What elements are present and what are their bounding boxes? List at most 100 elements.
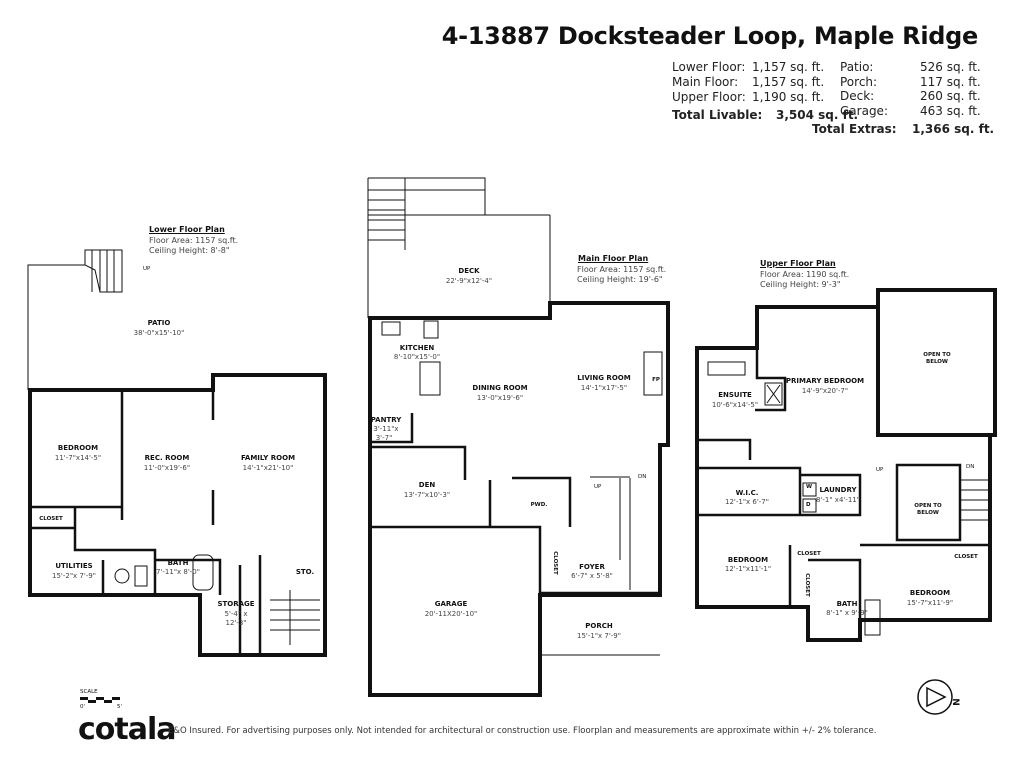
room-storage-dim: 5'-4" x (224, 610, 248, 618)
room-bedroom: BEDROOM (57, 444, 99, 452)
fireplace-label: FP (652, 377, 660, 383)
room-open-to-below: OPEN TO (923, 352, 951, 358)
property-address: 4-13887 Docksteader Loop, Maple Ridge (441, 22, 979, 50)
room-bath-upper: BATH (836, 600, 858, 608)
room-deck-dim: 22'-9"x12'-4" (445, 277, 493, 285)
room-ensuite: ENSUITE (718, 391, 752, 399)
room-laundry-dim: 8'-1" x4'-11" (816, 496, 860, 504)
upper-floor-value: 1,190 sq. ft. (752, 90, 825, 104)
lower-floor-area: Floor Area: 1157 sq.ft. (149, 236, 239, 245)
room-bath-upper-dim: 8'-1" x 9'-9" (826, 609, 868, 617)
room-bath: BATH (167, 559, 189, 567)
upper-ceiling-height: Ceiling Height: 9'-3" (760, 280, 841, 289)
total-livable-label: Total Livable: (672, 108, 763, 122)
garage-value: 463 sq. ft. (920, 104, 981, 118)
room-utilities: UTILITIES (55, 562, 93, 570)
room-closet-bedroom-3: CLOSET (954, 554, 978, 560)
compass-icon (917, 679, 953, 715)
washer-icon: W (806, 484, 813, 490)
brand-logo: cotala (78, 712, 177, 747)
deck-label: Deck: (840, 89, 875, 103)
room-open-to-below-stair-2: BELOW (917, 510, 939, 516)
room-rec-room: REC. ROOM (144, 454, 190, 462)
room-patio-dim: 38'-0"x15'-10" (133, 329, 185, 337)
upper-stairs-up: UP (876, 467, 884, 473)
room-primary-bedroom-dim: 14'-9"x20'-7" (801, 387, 849, 395)
scale-end: 5' (117, 704, 123, 710)
dryer-icon: D (806, 502, 811, 508)
room-garage-dim: 20'-11X20'-10" (424, 610, 478, 618)
room-closet-bedroom-2: CLOSET (803, 573, 810, 597)
lower-floor-label: Lower Floor: (672, 60, 746, 74)
deck-value: 260 sq. ft. (920, 89, 981, 103)
room-walk-in-closet-dim: 12'-1"x 6'-7" (725, 498, 769, 506)
room-garage: GARAGE (434, 600, 468, 608)
upper-floor-label: Upper Floor: (672, 90, 746, 104)
room-bath-dim: 7'-11"x 8'-0" (156, 568, 200, 576)
porch-value: 117 sq. ft. (920, 75, 981, 89)
room-foyer: FOYER (579, 563, 605, 571)
main-floor-walls (367, 177, 670, 697)
room-utilities-dim: 15'-2"x 7'-9" (52, 572, 96, 580)
lower-ceiling-height: Ceiling Height: 8'-8" (149, 246, 230, 255)
main-ceiling-height: Ceiling Height: 19'-6" (577, 275, 663, 284)
scale-bar-icon (80, 697, 120, 703)
room-open-to-below-stair: OPEN TO (914, 503, 942, 509)
room-den-dim: 13'-7"x10'-3" (403, 491, 451, 499)
room-foyer-dim: 6'-7" x 5'-8" (571, 572, 613, 580)
porch-label: Porch: (840, 75, 878, 89)
room-pantry-dim-2: 3'-7" (375, 434, 393, 442)
room-primary-bedroom: PRIMARY BEDROOM (785, 377, 865, 385)
lower-floor-value: 1,157 sq. ft. (752, 60, 825, 74)
room-pantry: PANTRY (370, 416, 402, 424)
room-dining-room-dim: 13'-0"x19'-6" (476, 394, 524, 402)
scale-label: SCALE (80, 689, 98, 695)
room-storage-dim-2: 12'-3" (225, 619, 247, 627)
room-laundry: LAUNDRY (819, 486, 857, 494)
room-rec-room-dim: 11'-0"x19'-6" (143, 464, 191, 472)
room-walk-in-closet: W.I.C. (735, 489, 759, 497)
upper-floor-walls (695, 288, 997, 642)
room-open-to-below-2: BELOW (926, 359, 948, 365)
lower-plan-title: Lower Floor Plan (149, 225, 225, 234)
upper-floor-area: Floor Area: 1190 sq.ft. (760, 270, 850, 279)
main-floor-value: 1,157 sq. ft. (752, 75, 825, 89)
room-living-room: LIVING ROOM (577, 374, 631, 382)
disclaimer: E&O Insured. For advertising purposes on… (168, 726, 877, 736)
room-dining-room: DINING ROOM (472, 384, 528, 392)
patio-label: Patio: (840, 60, 874, 74)
room-kitchen: KITCHEN (399, 344, 435, 352)
room-bedroom-2: BEDROOM (727, 556, 769, 564)
room-bedroom-2-dim: 12'-1"x11'-1" (724, 565, 772, 573)
room-storage: STORAGE (217, 600, 255, 608)
lower-stairs-up: UP (143, 266, 151, 272)
room-den: DEN (418, 481, 436, 489)
room-deck: DECK (458, 267, 480, 275)
room-pantry-dim: 3'-11"x (373, 425, 399, 433)
patio-value: 526 sq. ft. (920, 60, 981, 74)
upper-plan-title: Upper Floor Plan (760, 259, 836, 268)
main-plan-title: Main Floor Plan (578, 254, 649, 263)
total-extras-label: Total Extras: (812, 122, 897, 136)
room-porch: PORCH (585, 622, 613, 630)
room-bedroom-3-dim: 15'-7"x11'-9" (906, 599, 954, 607)
main-floor-area: Floor Area: 1157 sq.ft. (577, 265, 667, 274)
main-stairs-up: UP (594, 484, 602, 490)
main-stairs-down: DN (638, 474, 647, 480)
room-closet-hall: CLOSET (797, 551, 821, 557)
total-extras-value: 1,366 sq. ft. (912, 122, 995, 136)
total-livable-value: 3,504 sq. ft. (776, 108, 859, 122)
room-patio: PATIO (147, 319, 171, 327)
room-living-room-dim: 14'-1"x17'-5" (580, 384, 628, 392)
scale-start: 0' (80, 704, 86, 710)
room-sto: STO. (295, 568, 315, 576)
room-porch-dim: 15'-1"x 7'-9" (577, 632, 621, 640)
room-closet: CLOSET (39, 516, 63, 522)
garage-label: Garage: (840, 104, 888, 118)
main-floor-label: Main Floor: (672, 75, 739, 89)
room-ensuite-dim: 10'-6"x14'-5" (711, 401, 759, 409)
upper-stairs-down: DN (966, 464, 975, 470)
room-kitchen-dim: 8'-10"x15'-0" (393, 353, 441, 361)
room-family-room-dim: 14'-1"x21'-10" (242, 464, 294, 472)
